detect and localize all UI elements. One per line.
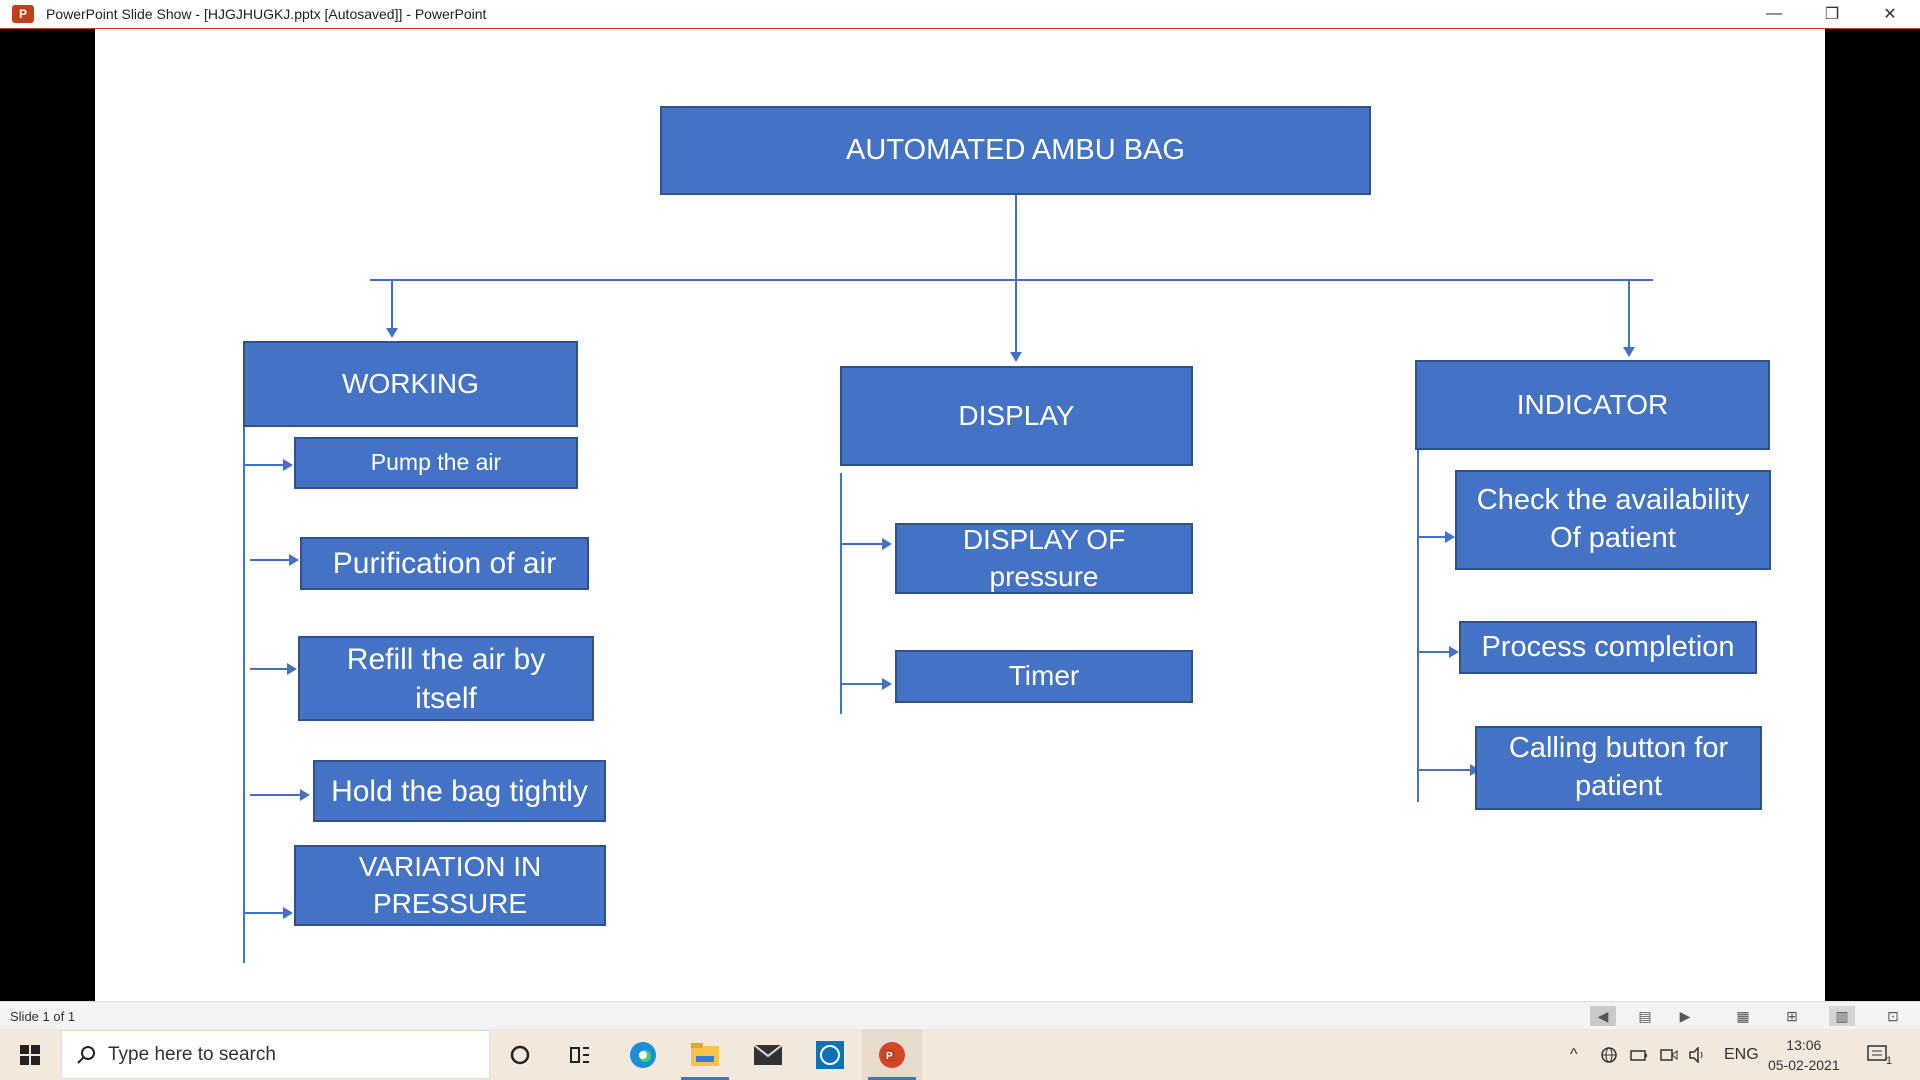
connector-line [250, 668, 293, 670]
working-item: Refill the air by itself [298, 636, 594, 721]
normal-view-icon[interactable]: ▦ [1736, 1007, 1750, 1024]
arrow-head [287, 663, 297, 675]
edge-icon[interactable] [613, 1029, 673, 1080]
arrow-head [289, 554, 299, 566]
status-bar: Slide 1 of 1 ◀ ▤ ▶ ▦ ⊞ ▥ ⊡ [0, 1001, 1920, 1030]
taskbar: Type here to search [0, 1029, 1920, 1080]
connector-line [243, 464, 289, 466]
arrow-head [1010, 352, 1022, 362]
indicator-item: Calling button for patient [1475, 726, 1762, 810]
notification-icon[interactable]: 1 [1866, 1029, 1892, 1080]
battery-icon[interactable] [1630, 1029, 1648, 1080]
arrow-head [386, 328, 398, 338]
connector-line [250, 794, 306, 796]
display-item: DISPLAY OF pressure [895, 523, 1193, 594]
connector-line [243, 427, 245, 963]
connector-line [1628, 280, 1630, 350]
clock[interactable]: 13:06 05-02-2021 [1768, 1029, 1840, 1080]
connector-line [842, 543, 886, 545]
mail-icon[interactable] [738, 1029, 798, 1080]
connector-line [250, 559, 295, 561]
display-node: DISPLAY [840, 366, 1193, 466]
language-indicator[interactable]: ENG [1724, 1045, 1759, 1063]
show-hidden-icons-icon[interactable]: ^ [1570, 1045, 1578, 1063]
slide-sorter-icon[interactable]: ⊞ [1786, 1007, 1798, 1024]
windows-start-icon[interactable] [0, 1029, 60, 1080]
restore-button[interactable]: ❐ [1824, 6, 1840, 23]
active-app-indicator [681, 1077, 729, 1080]
indicator-node: INDICATOR [1415, 360, 1770, 450]
arrow-head [1449, 646, 1459, 658]
cortana-icon[interactable] [490, 1029, 550, 1080]
working-item: VARIATION IN PRESSURE [294, 845, 606, 926]
display-item: Timer [895, 650, 1193, 703]
arrow-head [300, 789, 310, 801]
slide-menu-icon[interactable]: ▤ [1638, 1007, 1652, 1024]
search-input[interactable]: Type here to search [61, 1030, 490, 1079]
next-icon[interactable]: ▶ [1679, 1007, 1691, 1024]
powerpoint-app-icon[interactable]: P [12, 5, 34, 23]
working-item: Hold the bag tightly [313, 760, 606, 822]
reading-view-icon[interactable]: ▥ [1829, 1006, 1855, 1026]
indicator-item: Process completion [1459, 621, 1757, 674]
notification-count: 1 [1886, 1054, 1893, 1067]
arrow-head [283, 459, 293, 471]
connector-line [391, 280, 393, 330]
indicator-item: Check the availability Of patient [1455, 470, 1771, 570]
volume-icon[interactable] [1688, 1029, 1706, 1080]
minimize-button[interactable]: — [1766, 5, 1782, 22]
connector-line [1419, 536, 1451, 538]
connector-line [1419, 769, 1475, 771]
slide-canvas[interactable]: AUTOMATED AMBU BAG WORKING Pump the air … [95, 29, 1825, 1001]
working-item: Purification of air [300, 537, 589, 590]
connector-line [243, 912, 289, 914]
working-item: Pump the air [294, 437, 578, 489]
meet-now-icon[interactable] [1660, 1029, 1678, 1080]
clock-date: 05-02-2021 [1768, 1056, 1840, 1073]
active-app-indicator [868, 1077, 916, 1080]
clock-time: 13:06 [1786, 1036, 1822, 1053]
task-view-icon[interactable] [550, 1029, 610, 1080]
connector-line [1419, 651, 1455, 653]
previous-icon[interactable]: ◀ [1590, 1006, 1616, 1026]
connector-line [1417, 450, 1419, 802]
close-button[interactable]: ✕ [1883, 6, 1897, 23]
window-title: PowerPoint Slide Show - [HJGJHUGKJ.pptx … [46, 6, 487, 22]
connector-line [1015, 280, 1017, 355]
arrow-head [1445, 531, 1455, 543]
slide-counter: Slide 1 of 1 [10, 1009, 76, 1024]
svg-text:P: P [886, 1051, 893, 1062]
root-node: AUTOMATED AMBU BAG [660, 106, 1371, 195]
connector-line [842, 683, 886, 685]
search-placeholder: Type here to search [108, 1043, 276, 1065]
connector-line [1015, 195, 1017, 310]
arrow-head [882, 538, 892, 550]
arrow-head [882, 678, 892, 690]
dell-icon[interactable] [800, 1029, 860, 1080]
file-explorer-icon[interactable] [675, 1029, 735, 1080]
connector-line [840, 473, 842, 714]
working-node: WORKING [243, 341, 578, 427]
network-globe-icon[interactable] [1600, 1029, 1618, 1080]
slideshow-icon[interactable]: ⊡ [1887, 1007, 1899, 1024]
arrow-head [1623, 347, 1635, 357]
powerpoint-icon[interactable]: P [862, 1029, 922, 1080]
connector-line [370, 279, 1653, 281]
search-icon [76, 1045, 96, 1065]
title-bar: P PowerPoint Slide Show - [HJGJHUGKJ.ppt… [0, 0, 1920, 29]
arrow-head [283, 907, 293, 919]
